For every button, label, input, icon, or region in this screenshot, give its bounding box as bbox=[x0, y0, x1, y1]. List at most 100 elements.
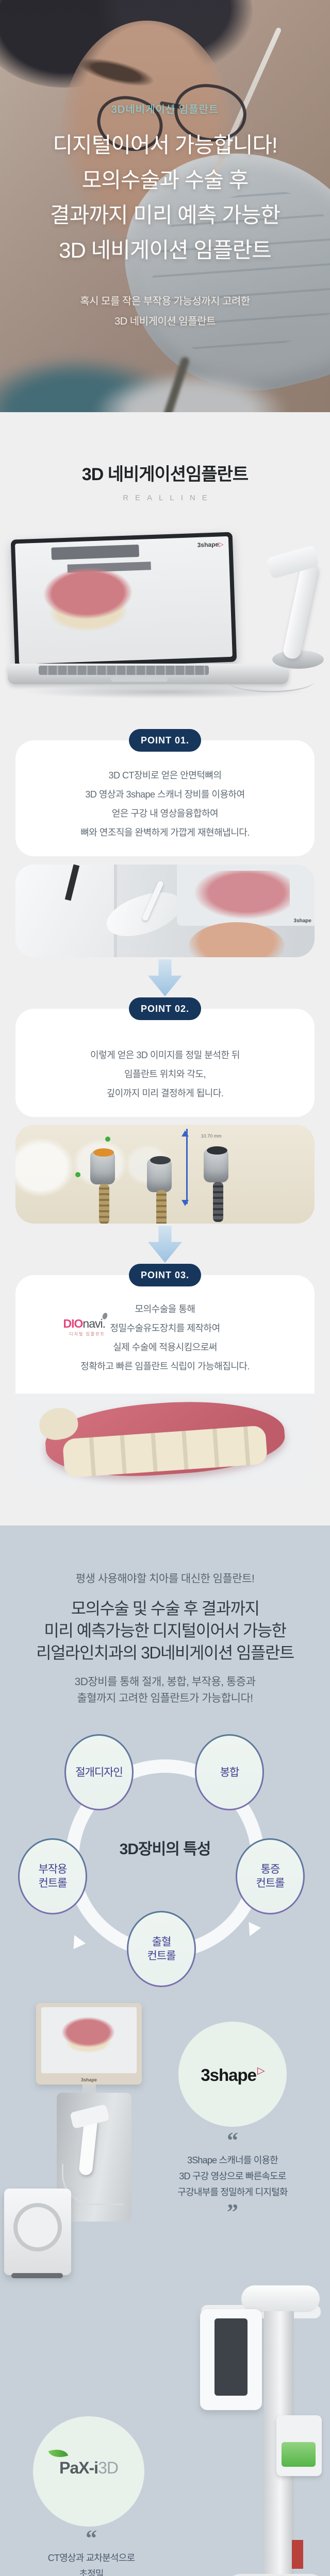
point3-text-line: 정밀수술유도장치를 제작하여 bbox=[110, 1323, 220, 1333]
quote-open-icon: “ bbox=[86, 2526, 97, 2551]
diagram-node-pain: 통증 컨트롤 bbox=[236, 1838, 305, 1914]
hero-photo bbox=[0, 0, 330, 412]
pax-logo-main: PaX-i bbox=[59, 2459, 98, 2477]
measure-arrow-up bbox=[181, 1127, 189, 1137]
implant-orange-top bbox=[93, 1148, 114, 1157]
threeshape-quote: “ 3Shape 스캐너를 이용한 3D 구강 영상으로 빠른속도로 구강내부를… bbox=[163, 2128, 302, 2225]
threeshape-tower-photo: 3shape bbox=[26, 1994, 152, 2232]
point1-card: 3D CT장비로 얻은 안면턱뼈의 3D 영상과 3shape 스캐너 장비를 … bbox=[15, 740, 315, 856]
diagram-center-label: 3D장비의 특성 bbox=[119, 1841, 211, 1858]
point3-badge: POINT 03. bbox=[129, 1264, 201, 1286]
pax-logo-ellipse bbox=[33, 2416, 144, 2527]
pax-logo: PaX-i3D bbox=[33, 2459, 144, 2478]
benefit-sub-line: 출혈까지 고려한 임플란트가 가능합니다! bbox=[77, 1692, 253, 1704]
threeshape-logo-text: 3shape bbox=[201, 2065, 257, 2084]
dionavi-logo-text: DIOnavi. bbox=[47, 1312, 108, 1331]
laptop-keyboard bbox=[39, 666, 209, 675]
benefit-title-line: 미리 예측가능한 디지털이어서 가능한 bbox=[44, 1621, 287, 1640]
quote-open-icon: “ bbox=[227, 2128, 238, 2153]
threeshape-logo: 3shape▷ bbox=[197, 540, 223, 549]
point3-text: 모의수술을 통해 정밀수술유도장치를 제작하여 실제 수술에 적용시킴으로써 정… bbox=[15, 1300, 315, 1376]
implant-dark-top bbox=[207, 1146, 228, 1155]
green-marker bbox=[75, 1172, 80, 1178]
pax-quote: “ CT영상과 교차분석으로 초정밀 시술 가능 ” bbox=[19, 2526, 163, 2576]
measure-arrow-down bbox=[181, 1199, 189, 1210]
hero-subtitle-line: 혹시 모를 작은 부작용 가능성까지 고려한 bbox=[80, 296, 250, 307]
point3-text-line: 정확하고 빠른 임플란트 식립이 가능해집니다. bbox=[80, 1361, 250, 1371]
quote-line: 3D 구강 영상으로 빠른속도로 bbox=[179, 2171, 286, 2181]
diagram-node-incision: 절개디자인 bbox=[64, 1734, 134, 1810]
point1-text-line: 3D CT장비로 얻은 안면턱뼈의 bbox=[108, 770, 222, 781]
hero-eyebrow: 3D네비게이션 임플란트 bbox=[111, 104, 219, 115]
ct-base bbox=[225, 2574, 326, 2576]
handheld-scanner-body bbox=[282, 561, 320, 660]
ct-head-cap bbox=[241, 2285, 320, 2312]
ct-sensor-slot bbox=[214, 2318, 248, 2396]
implant-screw bbox=[156, 1190, 167, 1224]
point1-text-line: 얻은 구강 내 영상을융합하여 bbox=[111, 808, 219, 819]
point2-text-line: 깊이까지 미리 결정하게 됩니다. bbox=[106, 1088, 224, 1098]
hero-title-line: 모의수술과 수술 후 bbox=[81, 168, 249, 192]
diagram-node-bleeding: 출혈 컨트롤 bbox=[127, 1911, 196, 1987]
software-toolbar bbox=[51, 544, 140, 560]
quote-close-icon: ” bbox=[227, 2199, 238, 2225]
tower-screen bbox=[41, 2007, 137, 2073]
implant-screw bbox=[99, 1184, 110, 1224]
tower-monitor: 3shape bbox=[36, 2003, 142, 2084]
ct-touchscreen bbox=[282, 2442, 316, 2467]
measure-label: 10.70 mm bbox=[201, 1133, 222, 1139]
monitor-mouth-image: 3shape bbox=[177, 865, 315, 926]
tower-screen-teeth bbox=[50, 2014, 127, 2059]
hero-subtitle-line: 3D 네비게이션 임플란트 bbox=[114, 316, 216, 327]
ct-chinrest-unit bbox=[276, 2415, 322, 2476]
pax-ct-photo bbox=[186, 2282, 330, 2576]
point2-text-line: 임플란트 위치와 각도, bbox=[124, 1069, 206, 1079]
quote-line: 구강내부를 정밀하게 디지털화 bbox=[177, 2187, 288, 2197]
threeshape-label: 3shape bbox=[293, 918, 311, 924]
implant-planning-photo: 10.70 mm bbox=[15, 1125, 315, 1224]
dionavi-subtext: 디지털 임플란트 bbox=[69, 1332, 105, 1336]
milling-machine-photo bbox=[4, 2189, 71, 2278]
screen-teeth-model bbox=[25, 562, 152, 643]
laptop-screen: 3shape▷ bbox=[10, 532, 237, 670]
laptop-trackpad bbox=[111, 676, 168, 682]
point3-text-line: 실제 수술에 적용시킴으로써 bbox=[113, 1342, 217, 1352]
diagram-node-side-effect: 부작용 컨트롤 bbox=[18, 1838, 87, 1914]
point1-text-line: 3D 영상과 3shape 스캐너 장비를 이용하여 bbox=[85, 789, 245, 800]
milling-door bbox=[13, 2203, 62, 2251]
benefit-sub-line: 3D장비를 통해 절개, 봉합, 부작용, 통증과 bbox=[74, 1676, 256, 1688]
intraoral-scanning-photo: 3shape bbox=[15, 865, 315, 957]
benefit-title-line: 리얼라인치과의 3D네비게이션 임플란트 bbox=[36, 1643, 294, 1662]
hero-title-line: 결과까지 미리 예측 가능한 bbox=[50, 203, 280, 227]
patient-face bbox=[189, 922, 285, 957]
dionavi-navi: navi. bbox=[82, 1317, 106, 1330]
ct-sensor-panel bbox=[200, 2309, 262, 2410]
benefit-eyebrow: 평생 사용해야할 치아를 대신한 임플란트! bbox=[75, 1573, 255, 1585]
threeshape-triangle-icon: ▷ bbox=[257, 2065, 265, 2076]
hero-title-line: 3D 네비게이션 임플란트 bbox=[59, 238, 272, 262]
dionavi-logo: DIOnavi. 디지털 임플란트 bbox=[47, 1312, 108, 1337]
benefit-title-line: 모의수술 및 수술 후 결과까지 bbox=[71, 1599, 260, 1618]
threeshape-logo-text: 3shape bbox=[197, 540, 219, 549]
mouth-scan-blob bbox=[193, 870, 290, 920]
quote-line: CT영상과 교차분석으로 bbox=[47, 2553, 135, 2563]
implant-dark-top bbox=[150, 1156, 171, 1165]
brand-watermark: REALLINE bbox=[123, 494, 214, 502]
point2-card: 이렇게 얻은 3D 이미지를 정밀 분석한 뒤 임플란트 위치와 각도, 깊이까… bbox=[15, 1009, 315, 1117]
quote-line: 초정밀 bbox=[79, 2569, 104, 2576]
quote-line: 3Shape 스캐너를 이용한 bbox=[187, 2155, 278, 2165]
point1-text-line: 뼈와 연조직을 완벽하게 가깝게 재현해냅니다. bbox=[80, 827, 250, 838]
implant-screw bbox=[212, 1182, 223, 1223]
section-title: 3D 네비게이션임플란트 bbox=[81, 465, 249, 484]
laptop-scanner-photo: 3shape▷ bbox=[0, 531, 330, 706]
threeshape-triangle-icon: ▷ bbox=[218, 540, 224, 548]
hero-overlay bbox=[0, 0, 330, 412]
teeth-scan-photo bbox=[15, 1394, 315, 1485]
point3-text-line: 모의수술을 통해 bbox=[135, 1304, 195, 1314]
threeshape-logo-ellipse bbox=[178, 2022, 287, 2127]
threeshape-logo: 3shape▷ bbox=[178, 2065, 287, 2085]
scan-software-screen: 3shape▷ bbox=[15, 536, 233, 665]
dionavi-dio: DIO bbox=[63, 1317, 84, 1330]
point1-badge: POINT 01. bbox=[129, 729, 201, 752]
